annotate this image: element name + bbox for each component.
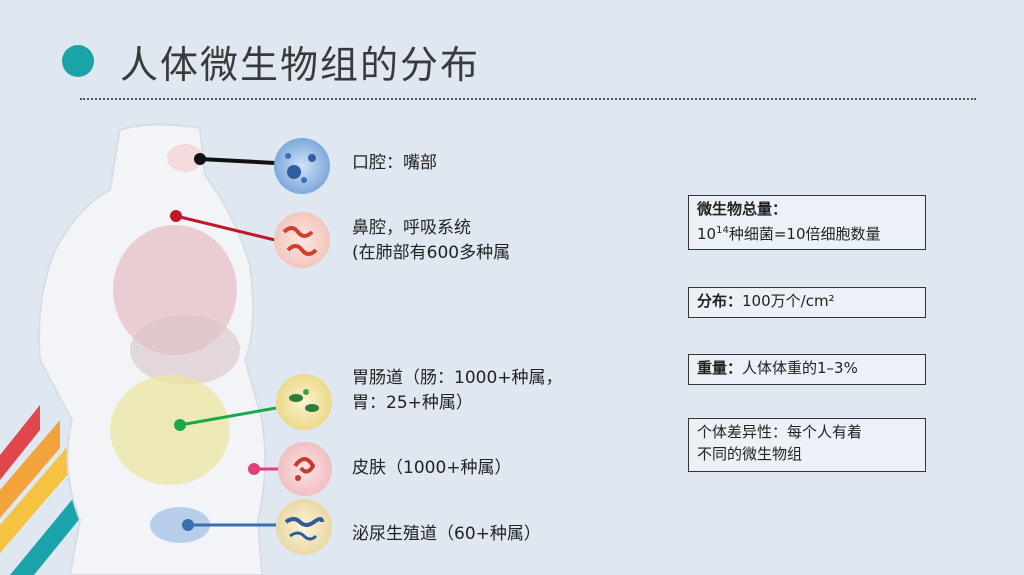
site-label-line: 泌尿生殖道（60+种属） xyxy=(352,524,541,544)
site-label-line: 胃：25+种属） xyxy=(352,393,473,413)
human-body-silhouette xyxy=(38,123,267,575)
fact-value: 人体体重的1–3% xyxy=(742,359,858,377)
fact-label: 重量： xyxy=(697,359,743,377)
fact-value: 1014种细菌=10倍细胞数量 xyxy=(697,225,881,243)
fact-box-total: 微生物总量： 1014种细菌=10倍细胞数量 xyxy=(688,195,926,250)
skin-microbe-icon xyxy=(278,442,332,496)
nasal-microbe-icon xyxy=(274,212,330,268)
site-label-line: 鼻腔，呼吸系统 xyxy=(352,218,471,238)
site-label-line: 胃肠道（肠：1000+种属， xyxy=(352,368,563,388)
site-label-nasal: 鼻腔，呼吸系统 (在肺部有600多种属 xyxy=(352,216,510,266)
urogenital-microbe-icon xyxy=(276,499,332,555)
fact-value: 个体差异性：每个人有着 xyxy=(697,423,863,441)
fact-box-variation: 个体差异性：每个人有着 不同的微生物组 xyxy=(688,418,926,472)
site-label-gut: 胃肠道（肠：1000+种属， 胃：25+种属） xyxy=(352,366,563,416)
fact-label: 分布： xyxy=(697,292,743,310)
oral-microbe-icon xyxy=(274,138,330,194)
gut-microbe-icon xyxy=(276,374,332,430)
decorative-stripes xyxy=(0,405,90,575)
site-label-urogenital: 泌尿生殖道（60+种属） xyxy=(352,522,541,547)
site-label-skin: 皮肤（1000+种属） xyxy=(352,456,512,481)
site-label-line: 皮肤（1000+种属） xyxy=(352,458,512,478)
fact-label: 微生物总量： xyxy=(697,200,788,218)
fact-value: 不同的微生物组 xyxy=(697,445,803,463)
title-divider xyxy=(80,98,976,100)
site-label-oral: 口腔：嘴部 xyxy=(352,151,437,176)
connector-lines xyxy=(170,153,278,531)
fact-box-weight: 重量：人体体重的1–3% xyxy=(688,354,926,385)
title-bullet-icon xyxy=(62,45,94,77)
site-label-line: 口腔：嘴部 xyxy=(352,153,437,173)
fact-value: 100万个/cm² xyxy=(742,292,835,310)
site-label-line: (在肺部有600多种属 xyxy=(352,243,511,263)
page-title: 人体微生物组的分布 xyxy=(120,43,481,87)
fact-box-distribution: 分布：100万个/cm² xyxy=(688,287,926,318)
